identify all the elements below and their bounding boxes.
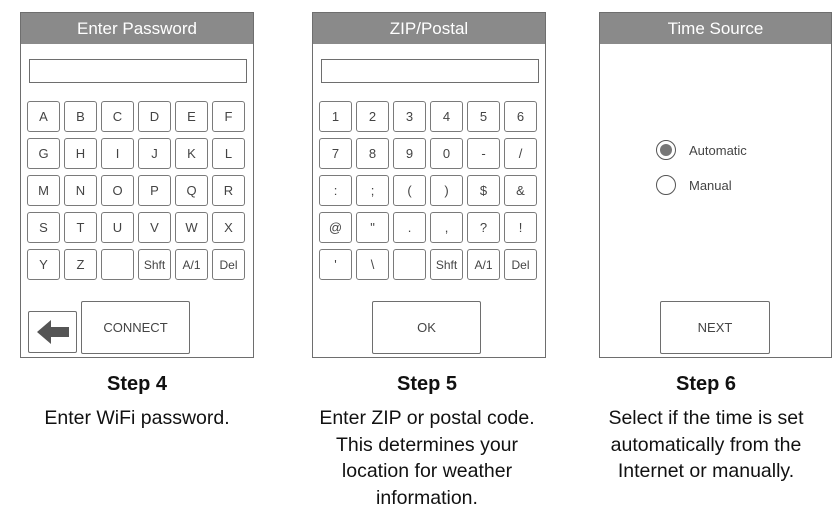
zip-input[interactable] — [321, 59, 539, 83]
zip-key[interactable]: Del — [504, 249, 537, 280]
step-5-description: Enter ZIP or postal code. This determine… — [297, 405, 557, 511]
zip-key[interactable]: " — [356, 212, 389, 243]
password-key[interactable] — [101, 249, 134, 280]
password-key[interactable]: Del — [212, 249, 245, 280]
password-key[interactable]: T — [64, 212, 97, 243]
password-key[interactable]: F — [212, 101, 245, 132]
next-button[interactable]: NEXT — [660, 301, 770, 354]
zip-key[interactable]: 7 — [319, 138, 352, 169]
radio-automatic-icon — [656, 140, 676, 160]
password-key[interactable]: C — [101, 101, 134, 132]
password-key[interactable]: Shft — [138, 249, 171, 280]
password-key[interactable]: U — [101, 212, 134, 243]
zip-key[interactable]: ( — [393, 175, 426, 206]
zip-key[interactable]: 4 — [430, 101, 463, 132]
radio-automatic-label: Automatic — [689, 142, 747, 158]
password-key[interactable]: S — [27, 212, 60, 243]
zip-key[interactable]: , — [430, 212, 463, 243]
password-key[interactable]: R — [212, 175, 245, 206]
step-5-line: information. — [376, 486, 478, 509]
password-key[interactable]: Z — [64, 249, 97, 280]
password-key[interactable]: N — [64, 175, 97, 206]
password-key[interactable]: Q — [175, 175, 208, 206]
password-key[interactable]: A — [27, 101, 60, 132]
zip-key[interactable] — [393, 249, 426, 280]
step-5-line: This determines your — [335, 433, 519, 456]
password-key[interactable]: G — [27, 138, 60, 169]
radio-manual[interactable]: Manual — [656, 175, 732, 195]
zip-key[interactable]: 1 — [319, 101, 352, 132]
zip-key[interactable]: @ — [319, 212, 352, 243]
zip-key[interactable]: : — [319, 175, 352, 206]
step-6-line: automatically from the — [610, 433, 802, 456]
radio-manual-icon — [656, 175, 676, 195]
zip-key[interactable]: ; — [356, 175, 389, 206]
back-button[interactable] — [28, 311, 77, 353]
step-6-title: Step 6 — [675, 373, 737, 395]
password-key[interactable]: E — [175, 101, 208, 132]
password-key[interactable]: P — [138, 175, 171, 206]
zip-key[interactable]: 8 — [356, 138, 389, 169]
step-4-title: Step 4 — [106, 373, 168, 395]
zip-key[interactable]: $ — [467, 175, 500, 206]
step-4-line: Enter WiFi password. — [44, 407, 230, 429]
step-5-line: location for weather — [341, 460, 513, 482]
password-key[interactable]: H — [64, 138, 97, 169]
connect-button[interactable]: CONNECT — [81, 301, 190, 354]
password-key[interactable]: A/1 — [175, 249, 208, 280]
password-key[interactable]: Y — [27, 249, 60, 280]
zip-key[interactable]: \ — [356, 249, 389, 280]
zip-key[interactable]: ' — [319, 249, 352, 280]
step-5-title: Step 5 — [396, 373, 458, 395]
step-4-description: Enter WiFi password. — [7, 405, 267, 432]
zip-key[interactable]: & — [504, 175, 537, 206]
zip-key[interactable]: Shft — [430, 249, 463, 280]
ok-button[interactable]: OK — [372, 301, 481, 354]
password-key[interactable]: D — [138, 101, 171, 132]
zip-key[interactable]: 2 — [356, 101, 389, 132]
zip-key[interactable]: 0 — [430, 138, 463, 169]
step-6-line: Select if the time is set — [608, 407, 804, 429]
step-6-line: Internet or manually. — [617, 460, 795, 482]
password-key[interactable]: L — [212, 138, 245, 169]
zip-key[interactable]: ? — [467, 212, 500, 243]
password-key[interactable]: M — [27, 175, 60, 206]
zip-key[interactable]: / — [504, 138, 537, 169]
password-key[interactable]: X — [212, 212, 245, 243]
zip-panel-title: ZIP/Postal — [313, 13, 545, 44]
zip-key[interactable]: - — [467, 138, 500, 169]
password-key[interactable]: K — [175, 138, 208, 169]
step-6-description: Select if the time is set automatically … — [576, 405, 834, 485]
radio-manual-label: Manual — [689, 177, 732, 193]
password-panel-title: Enter Password — [21, 13, 253, 44]
password-key[interactable]: J — [138, 138, 171, 169]
password-key[interactable]: W — [175, 212, 208, 243]
zip-key[interactable]: 6 — [504, 101, 537, 132]
password-key[interactable]: O — [101, 175, 134, 206]
zip-key[interactable]: . — [393, 212, 426, 243]
password-input[interactable] — [29, 59, 247, 83]
radio-automatic[interactable]: Automatic — [656, 140, 747, 160]
password-key[interactable]: B — [64, 101, 97, 132]
zip-key[interactable]: ! — [504, 212, 537, 243]
zip-key[interactable]: A/1 — [467, 249, 500, 280]
time-source-panel-title: Time Source — [600, 13, 831, 44]
password-key[interactable]: V — [138, 212, 171, 243]
zip-key[interactable]: 3 — [393, 101, 426, 132]
zip-key[interactable]: ) — [430, 175, 463, 206]
zip-key[interactable]: 9 — [393, 138, 426, 169]
password-key[interactable]: I — [101, 138, 134, 169]
back-arrow-icon — [36, 320, 69, 344]
time-source-panel: Time Source Automatic Manual NEXT — [599, 12, 832, 358]
step-5-line: Enter ZIP or postal code. — [319, 407, 535, 429]
zip-key[interactable]: 5 — [467, 101, 500, 132]
